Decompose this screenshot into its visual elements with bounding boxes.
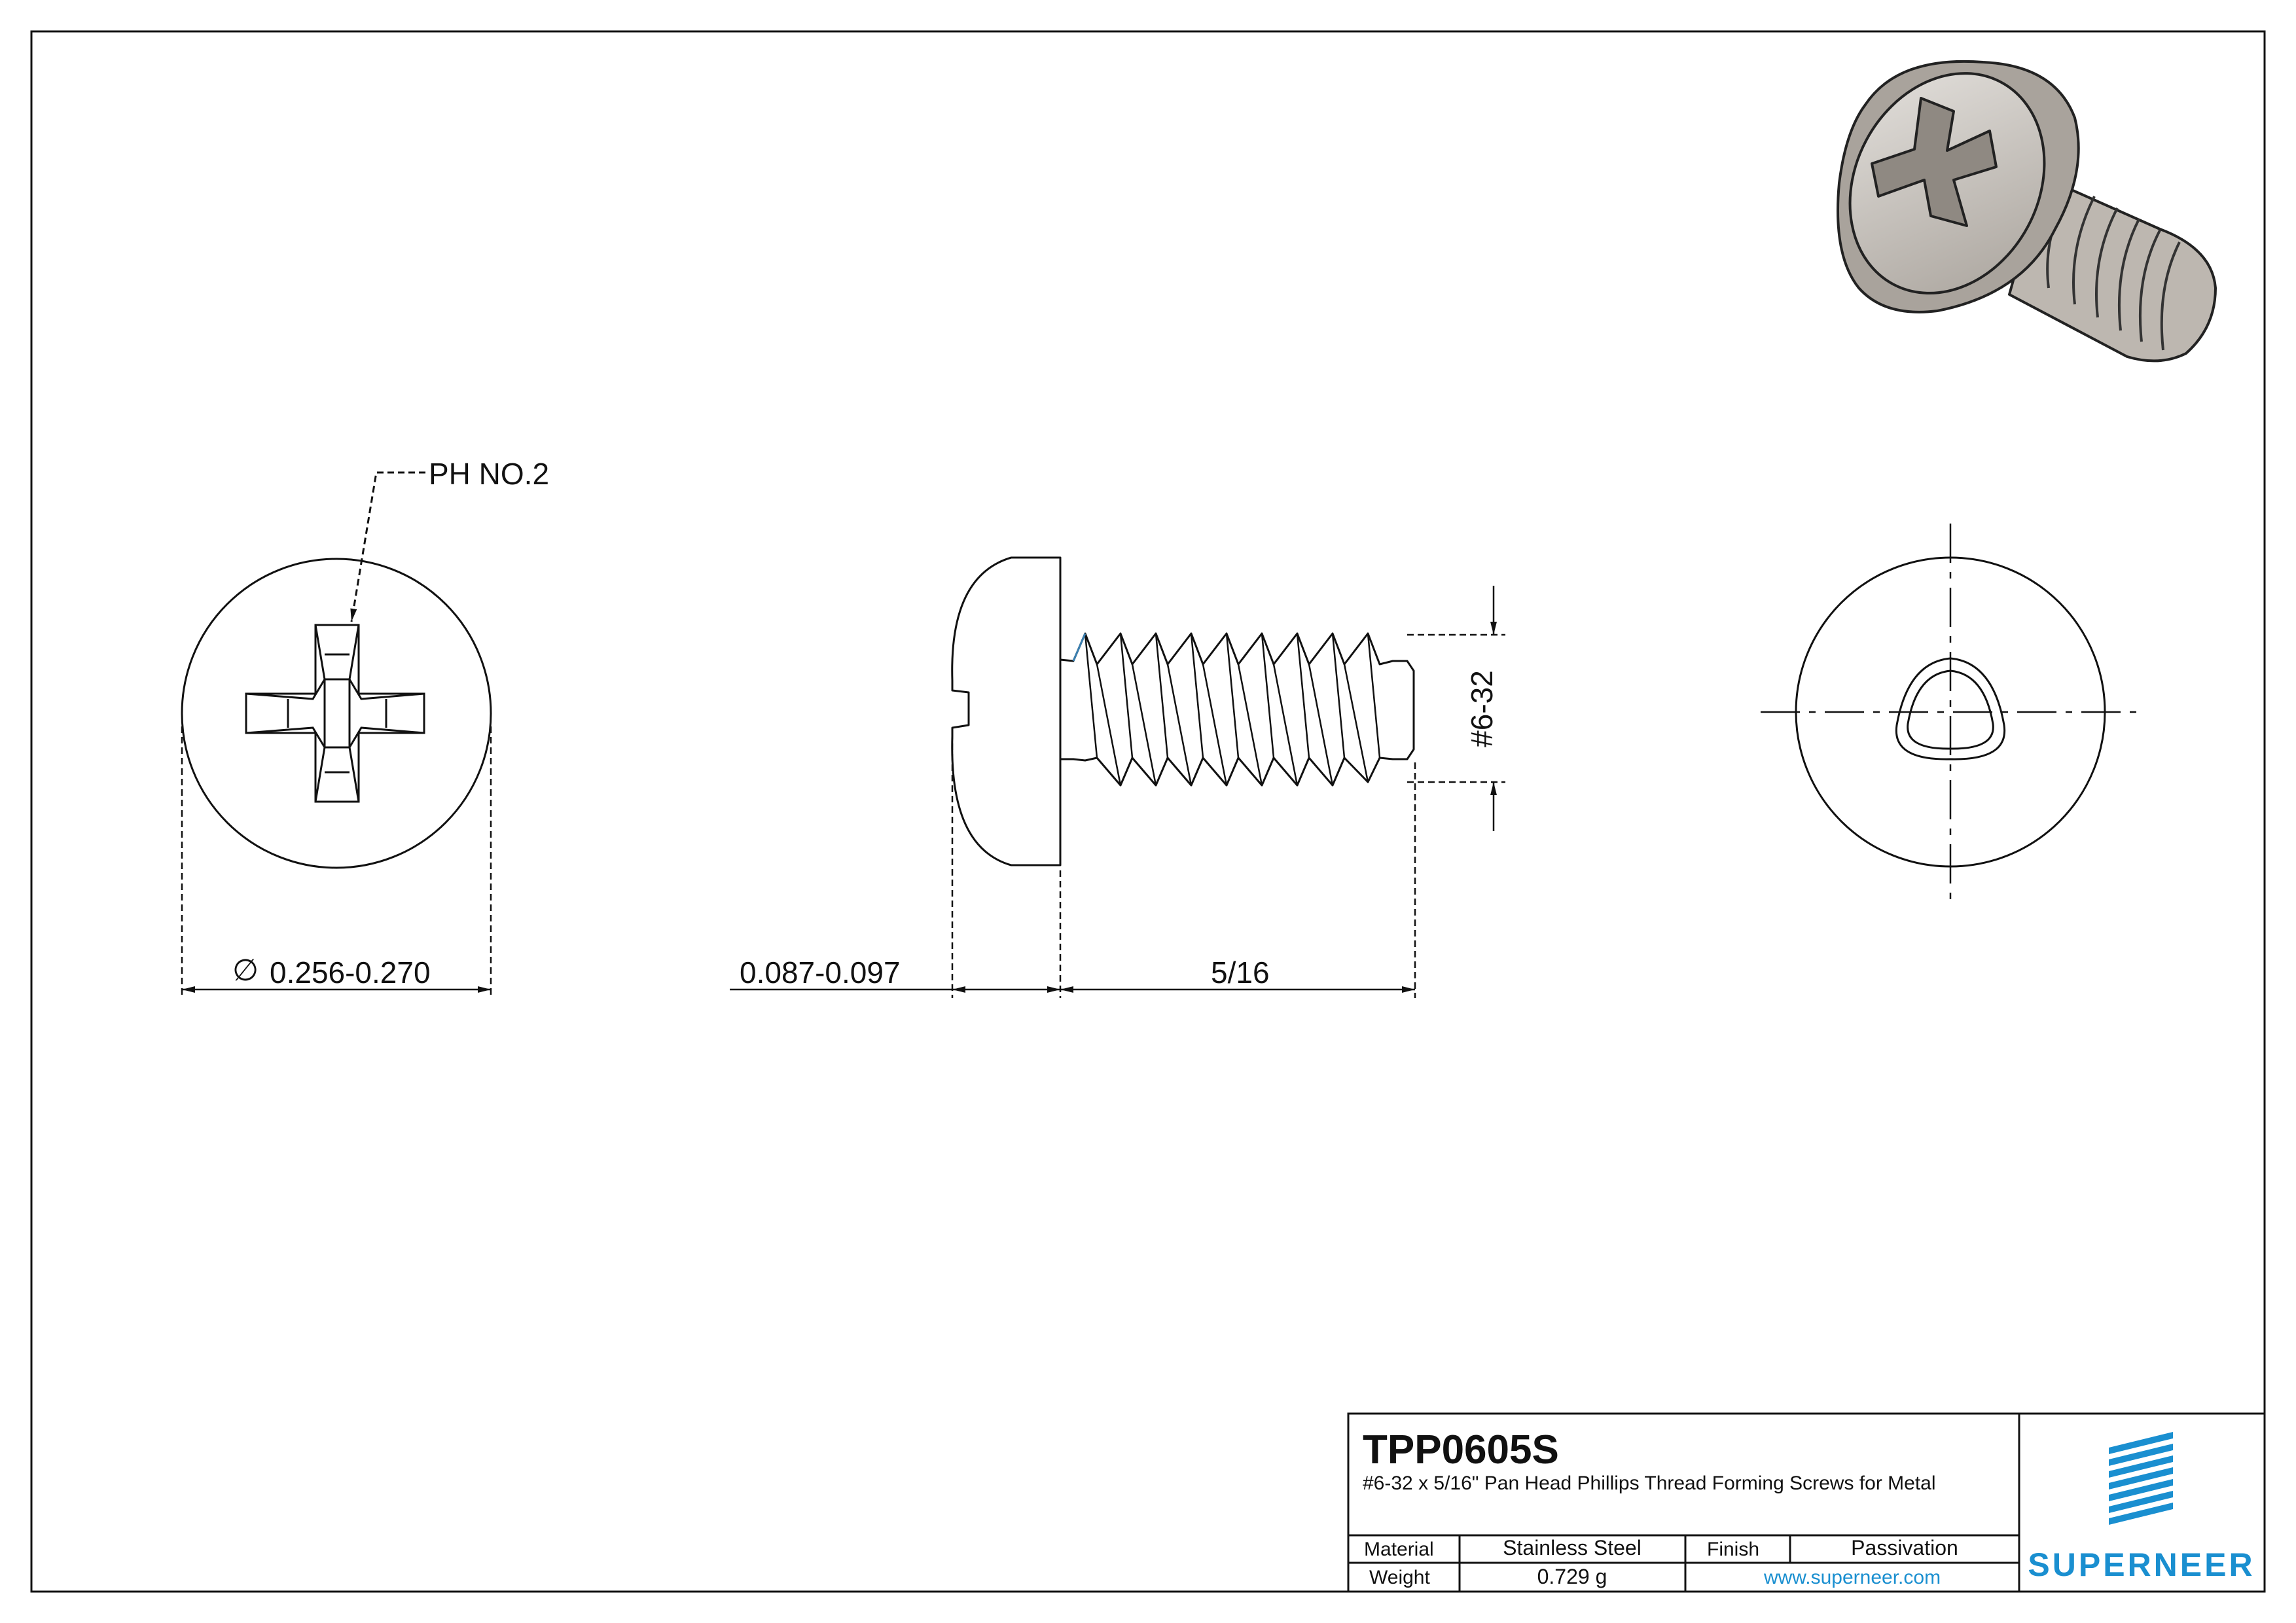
material-label: Material bbox=[1364, 1539, 1434, 1560]
website-link[interactable]: www.superneer.com bbox=[1763, 1567, 1941, 1588]
brand-name: SUPERNEER bbox=[2028, 1546, 2255, 1583]
front-view-head bbox=[181, 471, 492, 869]
part-number: TPP0605S bbox=[1363, 1427, 1559, 1472]
length-value: 5/16 bbox=[1211, 955, 1270, 990]
phillips-recess bbox=[245, 624, 425, 803]
material-value: Stainless Steel bbox=[1503, 1536, 1641, 1560]
title-block bbox=[1347, 1412, 2266, 1593]
diameter-symbol: ∅ bbox=[232, 953, 259, 987]
isometric-screw-view bbox=[1837, 60, 2217, 363]
thread-dimension bbox=[1407, 586, 1505, 831]
finish-label: Finish bbox=[1707, 1539, 1759, 1560]
side-view-screw bbox=[951, 556, 1415, 866]
head-diameter-value: 0.256-0.270 bbox=[270, 955, 431, 990]
weight-label: Weight bbox=[1369, 1567, 1430, 1588]
driver-callout: PH NO.2 bbox=[429, 457, 549, 491]
thread-profile bbox=[1059, 632, 1415, 787]
head-diameter-dimension bbox=[181, 726, 492, 998]
pan-head-profile bbox=[951, 556, 1062, 866]
head-height-value: 0.087-0.097 bbox=[740, 955, 901, 990]
finish-value: Passivation bbox=[1851, 1536, 1958, 1560]
weight-value: 0.729 g bbox=[1537, 1565, 1607, 1588]
sheet-border bbox=[30, 30, 2266, 1593]
length-dimension bbox=[1060, 762, 1416, 998]
head-height-dimension bbox=[730, 733, 1062, 998]
thread-size-label: #6-32 bbox=[1465, 670, 1499, 747]
head-outline-circle bbox=[181, 558, 492, 869]
part-description: #6-32 x 5/16" Pan Head Phillips Thread F… bbox=[1363, 1472, 1936, 1494]
superneer-logo-icon bbox=[2109, 1432, 2173, 1525]
trilobular-outer bbox=[1895, 657, 2006, 760]
ph-leader-line bbox=[350, 471, 425, 622]
end-view-screw bbox=[1761, 524, 2140, 903]
